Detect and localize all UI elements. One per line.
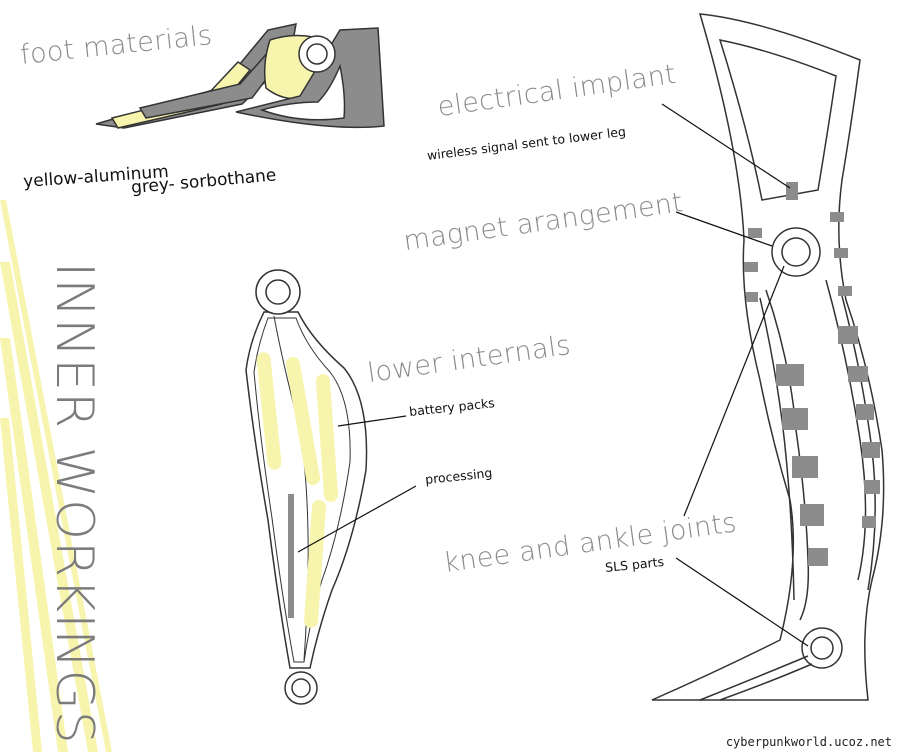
foot-materials-drawing: [95, 23, 385, 129]
leader-lines: [297, 103, 809, 647]
leg-drawing: [651, 13, 885, 701]
inner-workings-title: INNER WORKINGS: [44, 262, 104, 745]
site-credit: cyberpunkworld.ucoz.net: [725, 735, 892, 749]
lower-internals-drawing: [245, 269, 368, 705]
yellow-stripes: [0, 200, 112, 752]
